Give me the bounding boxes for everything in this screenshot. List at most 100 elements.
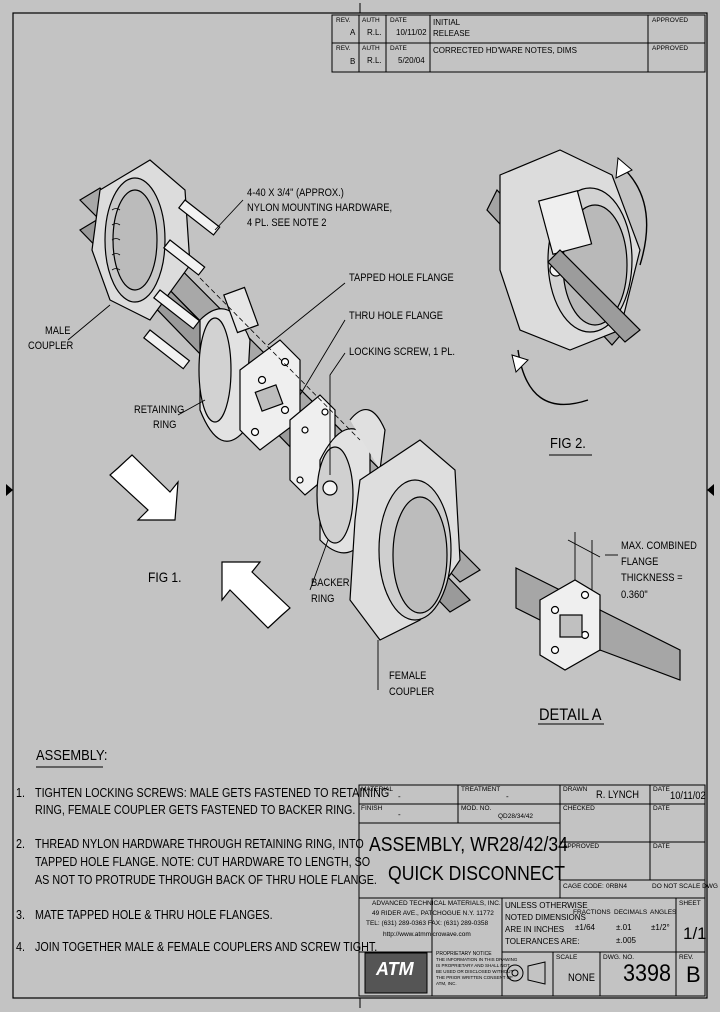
date-a: 10/11/02 xyxy=(396,28,427,37)
proprietary-6: ATM, INC. xyxy=(436,981,457,986)
step-1-line-1: TIGHTEN LOCKING SCREWS: MALE GETS FASTEN… xyxy=(35,786,390,800)
rev-label: REV. xyxy=(679,954,694,961)
callout-backer-2: RING xyxy=(311,593,335,605)
callout-backer-1: BACKER xyxy=(311,577,350,589)
callout-male-1: MALE xyxy=(45,325,71,337)
callout-hardware-3: 4 PL. SEE NOTE 2 xyxy=(247,217,327,229)
material-label: MATERIAL xyxy=(361,786,394,793)
auth-label-a: AUTH xyxy=(362,17,380,24)
max-flange-2: FLANGE xyxy=(621,556,659,568)
callout-locking-screw: LOCKING SCREW, 1 PL. xyxy=(349,346,455,358)
step-2-num: 2. xyxy=(16,837,25,851)
finish-label: FINISH xyxy=(361,805,383,812)
fig2-label: FIG 2. xyxy=(550,435,586,452)
callout-hardware-1: 4-40 X 3/4" (APPROX.) xyxy=(247,187,344,199)
desc-a-1: INITIAL xyxy=(433,18,461,27)
tolerance-2: NOTED DIMENSIONS xyxy=(505,913,586,922)
proprietary-4: BE USED OR DISCLOSED WITHOUT xyxy=(436,969,514,974)
auth-label-b: AUTH xyxy=(362,45,380,52)
callout-female-2: COUPLER xyxy=(389,686,435,698)
checked-date-label: DATE xyxy=(653,805,670,812)
date-label-a: DATE xyxy=(390,17,407,24)
step-3-num: 3. xyxy=(16,908,25,922)
rev-label-b: REV. xyxy=(336,45,351,52)
callout-retaining-2: RING xyxy=(153,419,177,431)
treatment-label: TREATMENT xyxy=(461,786,501,793)
dwg-number: 3398 xyxy=(623,960,672,987)
checked-label: CHECKED xyxy=(563,805,595,812)
cage-value: 0RBN4 xyxy=(606,883,627,890)
date-value: 10/11/02 xyxy=(670,790,706,802)
rev-b: B xyxy=(350,57,356,66)
fig1-label: FIG 1. xyxy=(148,569,182,585)
company-4: http://www.atmmicrowave.com xyxy=(383,931,471,938)
approved-label-b: APPROVED xyxy=(652,45,689,52)
step-2-line-2: TAPPED HOLE FLANGE. NOTE: CUT HARDWARE T… xyxy=(35,855,371,869)
company-3: TEL: (631) 289-0363 FAX: (631) 289-0358 xyxy=(366,920,489,927)
step-2-line-3: AS NOT TO PROTRUDE THROUGH BACK OF THRU … xyxy=(35,873,377,887)
rev-a: A xyxy=(350,28,356,37)
step-4-num: 4. xyxy=(16,940,25,954)
auth-b: R.L. xyxy=(367,56,382,65)
scale-value: NONE xyxy=(568,972,596,984)
callout-male-2: COUPLER xyxy=(28,340,74,352)
proprietary-3: IS PROPRIETARY AND SHALL NOT xyxy=(436,963,510,968)
decimals-value-1: ±.01 xyxy=(616,923,632,932)
drawing-title-2: QUICK DISCONNECT xyxy=(388,863,565,885)
drawn-label: DRAWN xyxy=(563,786,588,793)
desc-b-1: CORRECTED HD'WARE NOTES, DIMS xyxy=(433,46,577,55)
proprietary-5: THE PRIOR WRITTEN CONSENT OF xyxy=(436,975,513,980)
callout-tapped-flange: TAPPED HOLE FLANGE xyxy=(349,272,454,284)
step-4-line-1: JOIN TOGETHER MALE & FEMALE COUPLERS AND… xyxy=(35,940,378,954)
fractions-value: ±1/64 xyxy=(575,923,595,932)
mod-value: QD28/34/42 xyxy=(498,813,534,820)
desc-a-2: RELEASE xyxy=(433,29,470,38)
assembly-heading: ASSEMBLY: xyxy=(36,747,108,764)
callout-thru-flange: THRU HOLE FLANGE xyxy=(349,310,444,322)
tolerance-1: UNLESS OTHERWISE xyxy=(505,901,588,910)
drawing-title-1: ASSEMBLY, WR28/42/34 xyxy=(369,834,568,856)
angles-value: ±1/2° xyxy=(651,923,670,932)
rev-value: B xyxy=(686,962,701,987)
dwg-label: DWG. NO. xyxy=(603,954,635,961)
callout-female-1: FEMALE xyxy=(389,670,427,682)
callout-hardware-2: NYLON MOUNTING HARDWARE, xyxy=(247,202,393,214)
detail-a-label: DETAIL A xyxy=(539,705,602,724)
drawn-value: R. LYNCH xyxy=(596,789,639,801)
max-flange-1: MAX. COMBINED xyxy=(621,540,697,552)
approved-label-a: APPROVED xyxy=(652,17,689,24)
date-label: DATE xyxy=(653,786,670,793)
atm-logo: ATM xyxy=(376,959,414,979)
scale-label: SCALE xyxy=(556,954,578,961)
company-2: 49 RIDER AVE., PATCHOGUE N.Y. 11772 xyxy=(372,910,494,917)
cage-label: CAGE CODE: xyxy=(563,883,604,890)
fractions-label: FRACTIONS xyxy=(573,909,611,916)
mod-label: MOD. NO. xyxy=(461,805,492,812)
step-1-line-2: RING, FEMALE COUPLER GETS FASTENED TO BA… xyxy=(35,803,356,817)
tolerance-4: TOLERANCES ARE: xyxy=(505,937,580,946)
proprietary-2: THE INFORMATION IN THIS DRAWING xyxy=(436,957,518,962)
material-value: - xyxy=(398,792,401,801)
approved-label: APPROVED xyxy=(563,843,600,850)
angles-label: ANGLES xyxy=(650,909,677,916)
rev-label-a: REV. xyxy=(336,17,351,24)
proprietary-1: PROPRIETARY NOTICE xyxy=(436,951,492,957)
date-label-b: DATE xyxy=(390,45,407,52)
step-2-line-1: THREAD NYLON HARDWARE THROUGH RETAINING … xyxy=(35,837,364,851)
callout-retaining-1: RETAINING xyxy=(134,404,185,416)
treatment-value: - xyxy=(506,792,509,801)
step-3-line-1: MATE TAPPED HOLE & THRU HOLE FLANGES. xyxy=(35,908,273,922)
sheet-value: 1/1 xyxy=(683,924,707,943)
date-b: 5/20/04 xyxy=(398,56,425,65)
auth-a: R.L. xyxy=(367,28,382,37)
max-flange-3: THICKNESS = xyxy=(621,572,683,584)
max-flange-4: 0.360" xyxy=(621,589,648,601)
decimals-label: DECIMALS xyxy=(614,909,648,916)
tolerance-3: ARE IN INCHES xyxy=(505,925,565,934)
company-1: ADVANCED TECHNICAL MATERIALS, INC. xyxy=(372,900,501,907)
no-scale-note: DO NOT SCALE DWG xyxy=(652,883,718,890)
decimals-value-2: ±.005 xyxy=(616,936,636,945)
finish-value: - xyxy=(398,810,401,819)
